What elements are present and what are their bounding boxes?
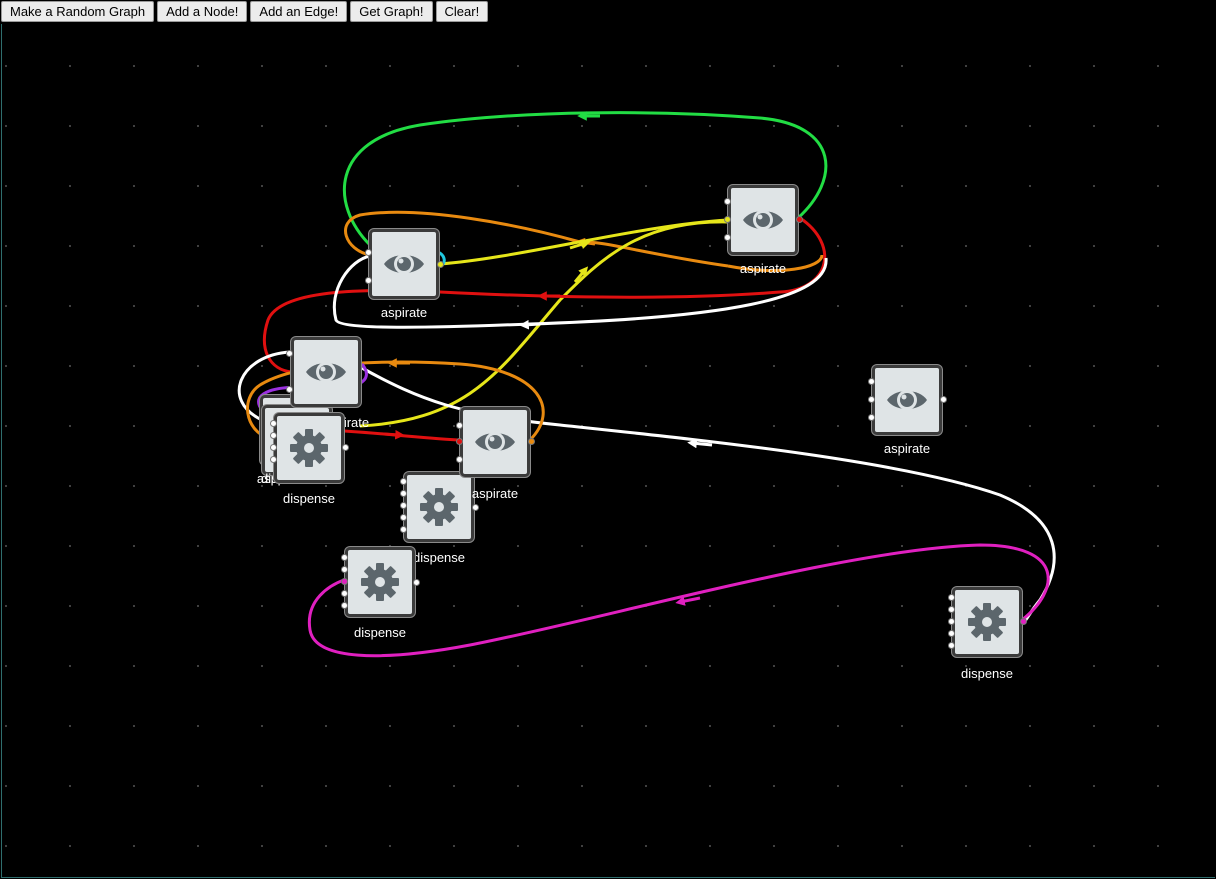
edge-white-top[interactable]: [332, 254, 828, 329]
input-port[interactable]: [868, 378, 875, 385]
node-aspirate-1[interactable]: aspirate: [369, 229, 439, 320]
gear-icon: [420, 488, 458, 526]
edge-yellow-2-arrow: [573, 266, 589, 283]
input-port[interactable]: [724, 198, 731, 205]
output-port[interactable]: [796, 216, 803, 223]
input-port[interactable]: [724, 216, 731, 223]
edge-orange-right[interactable]: [727, 254, 824, 272]
node-label: dispense: [412, 550, 466, 565]
add-node-button[interactable]: Add a Node!: [157, 1, 248, 22]
output-port[interactable]: [528, 438, 535, 445]
add-edge-button[interactable]: Add an Edge!: [250, 1, 348, 22]
input-port[interactable]: [270, 420, 277, 427]
output-port[interactable]: [413, 579, 420, 586]
input-port[interactable]: [270, 456, 277, 463]
input-port[interactable]: [948, 606, 955, 613]
input-port[interactable]: [341, 566, 348, 573]
get-graph-button[interactable]: Get Graph!: [350, 1, 433, 22]
node-dispense-3[interactable]: dispense: [404, 472, 474, 565]
input-port[interactable]: [286, 350, 293, 357]
edge-yellow-1[interactable]: [439, 218, 729, 266]
input-port[interactable]: [400, 514, 407, 521]
edge-white-left[interactable]: [237, 350, 291, 422]
node-label: dispense: [282, 491, 336, 506]
eye-icon: [475, 432, 515, 452]
node-label: dispense: [960, 666, 1014, 681]
node-aspirate-2[interactable]: aspirate: [728, 185, 798, 276]
input-port[interactable]: [400, 502, 407, 509]
input-port[interactable]: [400, 490, 407, 497]
input-port[interactable]: [948, 618, 955, 625]
output-port[interactable]: [1020, 618, 1027, 625]
output-port[interactable]: [472, 504, 479, 511]
input-port[interactable]: [365, 277, 372, 284]
input-port[interactable]: [400, 478, 407, 485]
input-port[interactable]: [456, 456, 463, 463]
make-random-graph-button[interactable]: Make a Random Graph: [1, 1, 155, 22]
edge-white-top-arrow: [519, 319, 541, 330]
input-port[interactable]: [341, 590, 348, 597]
output-port[interactable]: [437, 261, 444, 268]
eye-icon: [743, 210, 783, 230]
node-label: dispense: [353, 625, 407, 640]
node-dispense-2[interactable]: dispense: [274, 413, 344, 506]
input-port[interactable]: [456, 422, 463, 429]
edge-yellow-2[interactable]: [359, 220, 729, 428]
node-aspirate-3[interactable]: aspirate: [872, 365, 942, 456]
gear-icon: [968, 603, 1006, 641]
gear-icon: [361, 563, 399, 601]
toolbar: Make a Random Graph Add a Node! Add an E…: [1, 1, 489, 22]
node-label: aspirate: [380, 305, 428, 320]
input-port[interactable]: [365, 249, 372, 256]
input-port[interactable]: [286, 386, 293, 393]
clear-button[interactable]: Clear!: [435, 1, 489, 22]
input-port[interactable]: [868, 414, 875, 421]
input-port[interactable]: [341, 578, 348, 585]
input-port[interactable]: [341, 602, 348, 609]
graph-canvas[interactable]: [1, 24, 1215, 878]
input-port[interactable]: [724, 234, 731, 241]
input-port[interactable]: [400, 526, 407, 533]
node-dispense-4[interactable]: dispense: [345, 547, 415, 640]
edge-orange-top[interactable]: [344, 210, 729, 268]
input-port[interactable]: [948, 630, 955, 637]
eye-icon: [384, 254, 424, 274]
edge-red-mid-arrow: [383, 429, 405, 440]
input-port[interactable]: [270, 444, 277, 451]
input-port[interactable]: [341, 554, 348, 561]
edge-magenta[interactable]: [307, 543, 1050, 658]
input-port[interactable]: [948, 594, 955, 601]
node-label: aspirate: [739, 261, 787, 276]
input-port[interactable]: [456, 438, 463, 445]
node-aspirate-6[interactable]: aspirate: [460, 407, 530, 501]
input-port[interactable]: [270, 432, 277, 439]
eye-icon: [306, 362, 346, 382]
input-port[interactable]: [948, 642, 955, 649]
edge-orange-mid[interactable]: [246, 360, 545, 442]
output-port[interactable]: [940, 396, 947, 403]
node-label: aspirate: [471, 486, 519, 501]
node-label: aspirate: [883, 441, 931, 456]
edge-magenta-arrow: [675, 596, 701, 606]
input-port[interactable]: [868, 396, 875, 403]
node-dispense-5[interactable]: dispense: [952, 587, 1022, 681]
output-port[interactable]: [342, 444, 349, 451]
edge-yellow-1-arrow: [569, 239, 591, 250]
eye-icon: [887, 390, 927, 410]
edge-white-long-arrow: [687, 438, 713, 449]
gear-icon: [290, 429, 328, 467]
node-aspirate-5[interactable]: aspirate: [291, 337, 369, 430]
